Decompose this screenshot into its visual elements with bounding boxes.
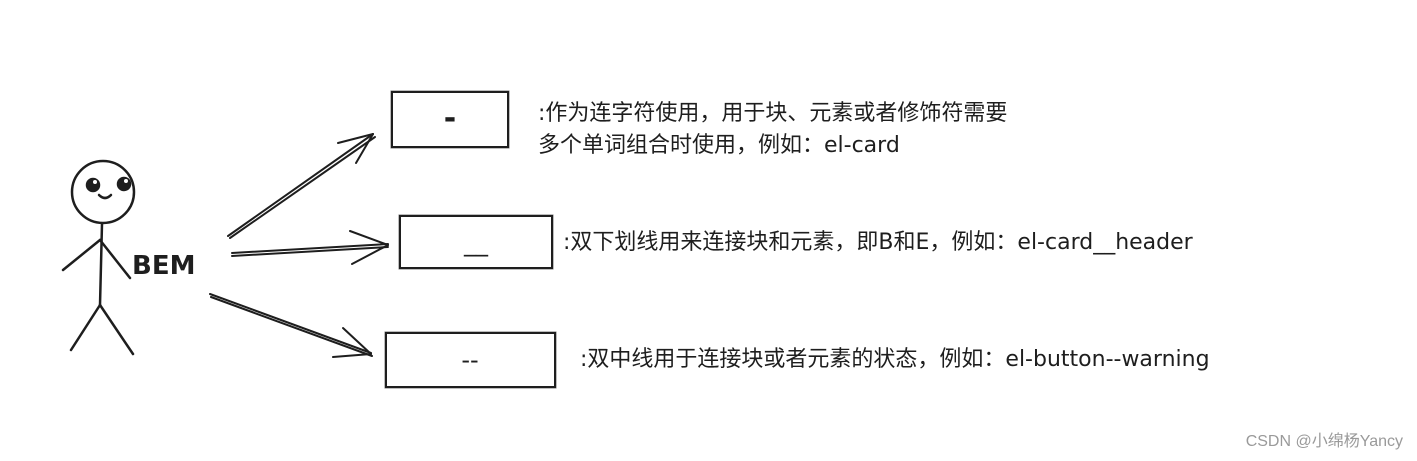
figure-left-arm [61,238,102,272]
stick-figure [61,159,136,356]
figure-right-eye [116,176,132,192]
symbol-box-double-underscore: __ [398,214,554,270]
description-line: 多个单词组合时使用，例如：el-card [538,133,900,158]
arrow-to-double-hyphen [209,293,373,358]
description-line: :作为连字符使用，用于块、元素或者修饰符需要 [538,101,1008,126]
figure-head [70,159,136,225]
arrow-to-hyphen [227,133,376,239]
figure-left-eye [85,177,101,193]
description-double-underscore: :双下划线用来连接块和元素，即B和E，例如：el-card__header [563,227,1193,259]
arrows [209,133,389,358]
figure-left-leg [69,303,102,352]
symbol-double-hyphen: -- [461,346,478,374]
figure-right-arm [98,238,132,280]
symbol-box-hyphen: - [390,90,510,149]
watermark: CSDN @小绵杨Yancy [1245,433,1403,450]
arrow-to-double-underscore [231,230,389,265]
description-line: :双中线用于连接块或者元素的状态，例如：el-button--warning [580,347,1210,372]
symbol-hyphen: - [444,101,456,136]
symbol-box-double-hyphen: -- [384,331,557,389]
figure-smile [97,193,113,200]
description-hyphen: :作为连字符使用，用于块、元素或者修饰符需要 多个单词组合时使用，例如：el-c… [538,98,1007,162]
description-double-hyphen: :双中线用于连接块或者元素的状态，例如：el-button--warning [580,344,1210,376]
description-line: :双下划线用来连接块和元素，即B和E，例如：el-card__header [563,230,1193,255]
figure-body [98,222,104,307]
actor-label: BEM [132,251,195,281]
figure-right-leg [98,303,135,356]
symbol-double-underscore: __ [463,229,489,257]
